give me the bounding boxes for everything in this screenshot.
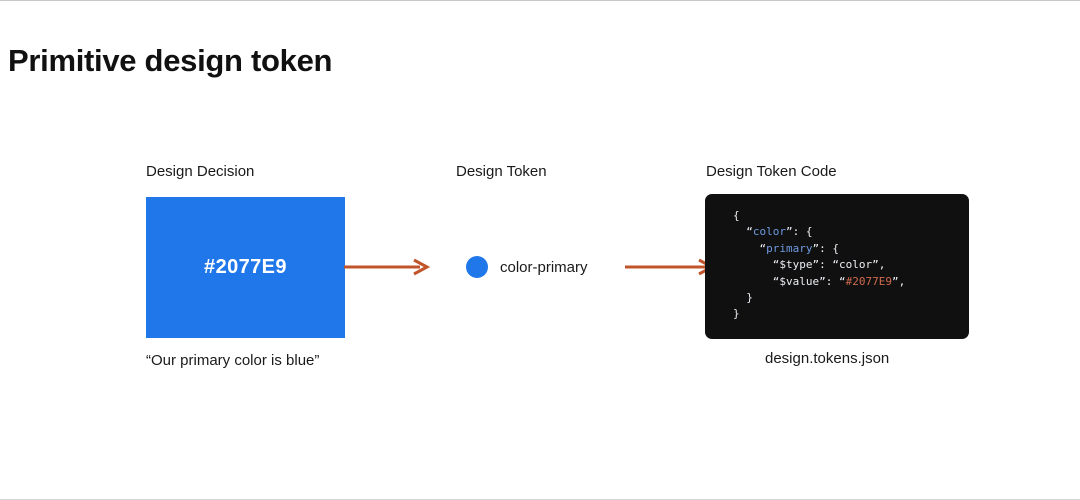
arrow-decision-to-token: [344, 258, 431, 276]
column-label-design-decision: Design Decision: [146, 163, 255, 180]
code-token: “: [759, 241, 767, 255]
code-block: { “color”: { “primary”: { “$type”: “colo…: [705, 194, 969, 339]
swatch-hex-label: #2077E9: [204, 256, 287, 278]
column-label-design-token: Design Token: [456, 163, 547, 180]
arrow-right-icon: [344, 258, 431, 276]
token-name-label: color-primary: [500, 258, 588, 276]
column-label-design-token-code: Design Token Code: [706, 163, 837, 180]
code-filename-caption: design.tokens.json: [765, 350, 890, 367]
arrow-token-to-code: [625, 258, 716, 276]
design-token-item: color-primary: [466, 256, 588, 278]
decision-caption: “Our primary color is blue”: [146, 352, 320, 369]
code-token: “: [746, 225, 753, 239]
code-content: { “color”: { “primary”: { “$type”: “colo…: [733, 208, 969, 323]
color-dot-icon: [466, 256, 488, 278]
code-token: {: [733, 209, 740, 222]
code-token: primary: [766, 241, 813, 255]
code-token: }: [733, 307, 740, 321]
code-token: ”: {: [812, 241, 839, 255]
code-token: ”: {: [786, 225, 813, 239]
code-token: color: [752, 225, 786, 239]
code-token: ”,: [891, 274, 906, 288]
color-swatch: #2077E9: [146, 197, 345, 338]
code-token: “$type”: “color”,: [772, 258, 886, 272]
arrow-right-icon: [625, 258, 716, 276]
code-token: “$value”: “: [772, 274, 846, 288]
code-token: #2077E9: [845, 274, 892, 288]
code-token: }: [746, 291, 753, 305]
page-title: Primitive design token: [8, 43, 333, 78]
